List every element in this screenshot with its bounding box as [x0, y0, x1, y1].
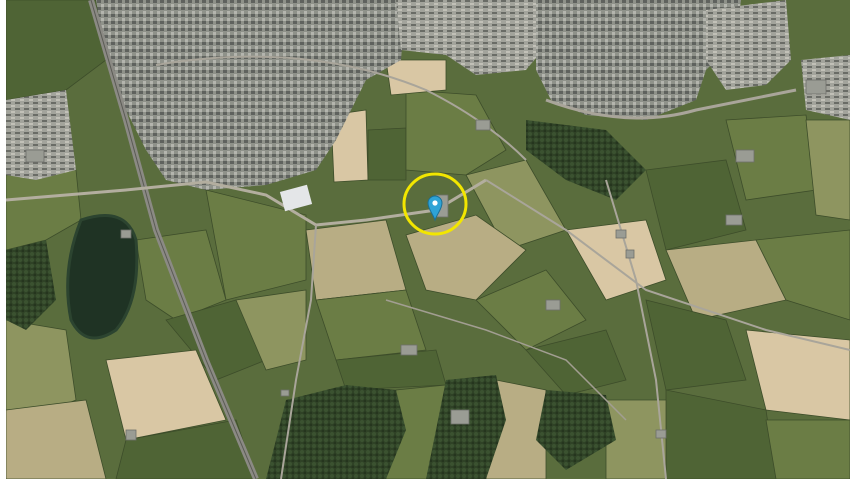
urban-west-strip — [6, 90, 76, 180]
urban-north-centre — [396, 0, 551, 75]
forest-areas — [6, 120, 646, 479]
field-parcel — [645, 159, 747, 251]
road-south-feeder — [280, 224, 317, 479]
field-parcel — [315, 289, 427, 361]
field-parcel — [475, 269, 587, 351]
forest-west — [6, 240, 56, 330]
field-parcel — [6, 399, 107, 479]
field-parcel — [105, 349, 227, 441]
field-parcel — [115, 419, 257, 479]
field-parcel — [235, 289, 307, 371]
greenhouse — [279, 184, 313, 212]
road-north-arc — [155, 55, 527, 161]
farm-building — [450, 409, 470, 425]
farm-building — [735, 149, 755, 163]
field-parcel — [605, 399, 667, 479]
field-parcels — [6, 0, 850, 479]
farm-building — [400, 344, 418, 356]
highway-a-median — [90, 0, 257, 479]
field-parcel — [745, 329, 850, 421]
field-parcel — [765, 419, 850, 479]
road-east-ring — [545, 88, 797, 120]
forest-belt-east — [526, 120, 646, 200]
field-parcel — [645, 299, 747, 391]
map-pin-icon[interactable] — [427, 195, 443, 222]
farm-building — [625, 249, 635, 259]
farm-building — [655, 429, 667, 439]
field-parcel — [525, 329, 627, 396]
road-network — [6, 0, 850, 479]
field-parcel — [405, 214, 527, 301]
forest-south-east — [536, 390, 616, 470]
farm-building — [25, 149, 45, 163]
highlight-circle — [402, 172, 468, 236]
farm-building — [280, 389, 290, 397]
farm-building — [545, 299, 561, 311]
field-parcel — [385, 59, 447, 96]
field-parcel — [367, 127, 407, 181]
farm-building — [805, 79, 827, 95]
farm-building — [120, 229, 132, 239]
map-viewport[interactable] — [6, 0, 850, 479]
field-parcel — [6, 0, 107, 101]
field-parcel — [405, 89, 507, 176]
aerial-map[interactable] — [6, 0, 850, 479]
forest-south-centre — [426, 375, 506, 479]
lake — [66, 214, 139, 340]
road-diagonal-east — [485, 179, 850, 351]
urban-far-north-east — [706, 0, 791, 90]
field-parcel — [205, 189, 307, 301]
left-frame-border — [0, 0, 6, 479]
farm-building — [125, 429, 137, 441]
field-parcel — [755, 229, 850, 321]
urban-north-west — [96, 0, 406, 190]
forest-south — [266, 385, 406, 479]
road-east-west — [6, 178, 487, 227]
urban-north-east — [536, 0, 741, 120]
field-parcel — [805, 119, 850, 221]
road-lane-south — [385, 299, 627, 421]
farm-building — [725, 214, 743, 226]
farm-building — [475, 119, 491, 131]
farm-building — [615, 229, 627, 239]
